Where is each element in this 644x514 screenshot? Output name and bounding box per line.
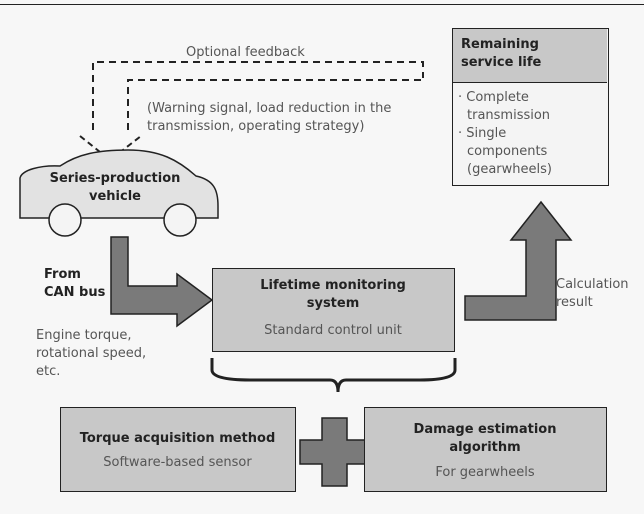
vehicle-label: Series-production vehicle [49, 171, 181, 204]
can-bus-label: From CAN bus [44, 267, 106, 300]
plus-icon [299, 417, 370, 487]
remaining-life-item-1: · Complete transmission [458, 90, 551, 123]
bracket-brace [210, 358, 457, 393]
feedback-label: Optional feedback [186, 45, 305, 60]
remaining-life-item-2: · Single components (gearwheels) [458, 126, 552, 177]
remaining-life-title-line1: Remaining [461, 37, 539, 52]
input-arrow [110, 236, 214, 328]
remaining-life-box: Remaining service life · Complete transm… [452, 28, 609, 186]
bullet-dot: · [458, 90, 467, 105]
car-icon [19, 149, 219, 237]
remaining-life-title-line2: service life [461, 55, 542, 70]
calculation-result-label: Calculation result [556, 277, 629, 310]
feedback-detail-line1: (Warning signal, load reduction in the [147, 101, 392, 116]
torque-subtitle: Software-based sensor [103, 455, 252, 470]
damage-title: Damage estimation algorithm [413, 422, 557, 455]
remaining-life-header [453, 29, 607, 83]
top-rule [0, 4, 644, 5]
feedback-dashed-arrow [92, 61, 424, 130]
torque-acquisition-box: Torque acquisition method Software-based… [60, 407, 296, 492]
feedback-arrowhead-icon [79, 135, 142, 162]
monitoring-title: Lifetime monitoring system [260, 278, 406, 311]
input-signals-text: Engine torque, rotational speed, etc. [36, 328, 147, 379]
damage-subtitle: For gearwheels [435, 465, 535, 480]
lifetime-monitoring-box: Lifetime monitoring system Standard cont… [212, 268, 455, 352]
bullet-dot: · [458, 126, 467, 141]
output-arrow [464, 200, 573, 321]
feedback-detail-line2: transmission, operating strategy) [147, 119, 365, 134]
torque-title: Torque acquisition method [79, 431, 276, 446]
damage-estimation-box: Damage estimation algorithm For gearwhee… [364, 407, 607, 492]
monitoring-subtitle: Standard control unit [264, 323, 402, 338]
